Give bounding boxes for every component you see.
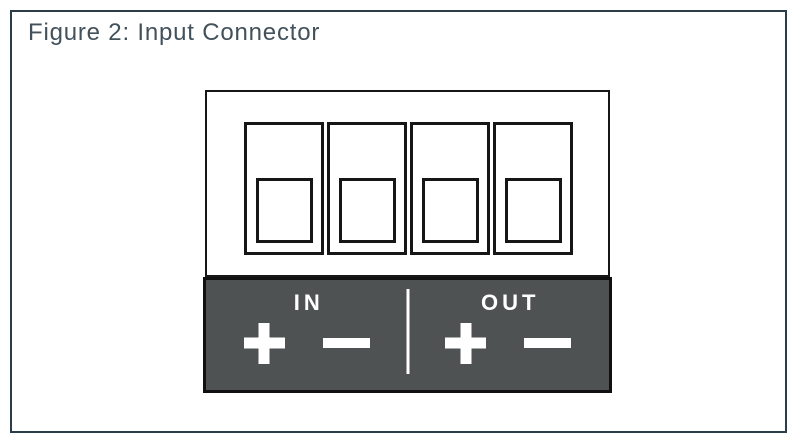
- terminal-screw-slot: [504, 178, 562, 243]
- terminal-screw-slot: [421, 178, 479, 243]
- plus-icon: [244, 323, 285, 364]
- minus-icon: [322, 338, 370, 348]
- section-in-label: IN: [293, 290, 324, 315]
- figure-title: Figure 2: Input Connector: [28, 19, 321, 46]
- terminal-cell-out-positive: [410, 122, 490, 255]
- section-divider: [406, 289, 409, 374]
- terminal-screw-slot: [255, 178, 313, 243]
- section-out: OUT: [408, 280, 610, 390]
- terminal-screw-slot: [338, 178, 396, 243]
- section-in: IN: [206, 280, 408, 390]
- terminal-cell-out-negative: [493, 122, 573, 255]
- terminal-cell-in-negative: [327, 122, 407, 255]
- terminal-row: [244, 122, 573, 255]
- connector-housing: [205, 90, 610, 277]
- section-in-symbols: [244, 322, 370, 364]
- minus-icon: [524, 338, 572, 348]
- polarity-label-bar: IN OUT: [203, 277, 612, 393]
- section-out-symbols: [445, 322, 572, 364]
- terminal-cell-in-positive: [244, 122, 324, 255]
- section-out-label: OUT: [481, 290, 540, 315]
- plus-icon: [445, 323, 486, 364]
